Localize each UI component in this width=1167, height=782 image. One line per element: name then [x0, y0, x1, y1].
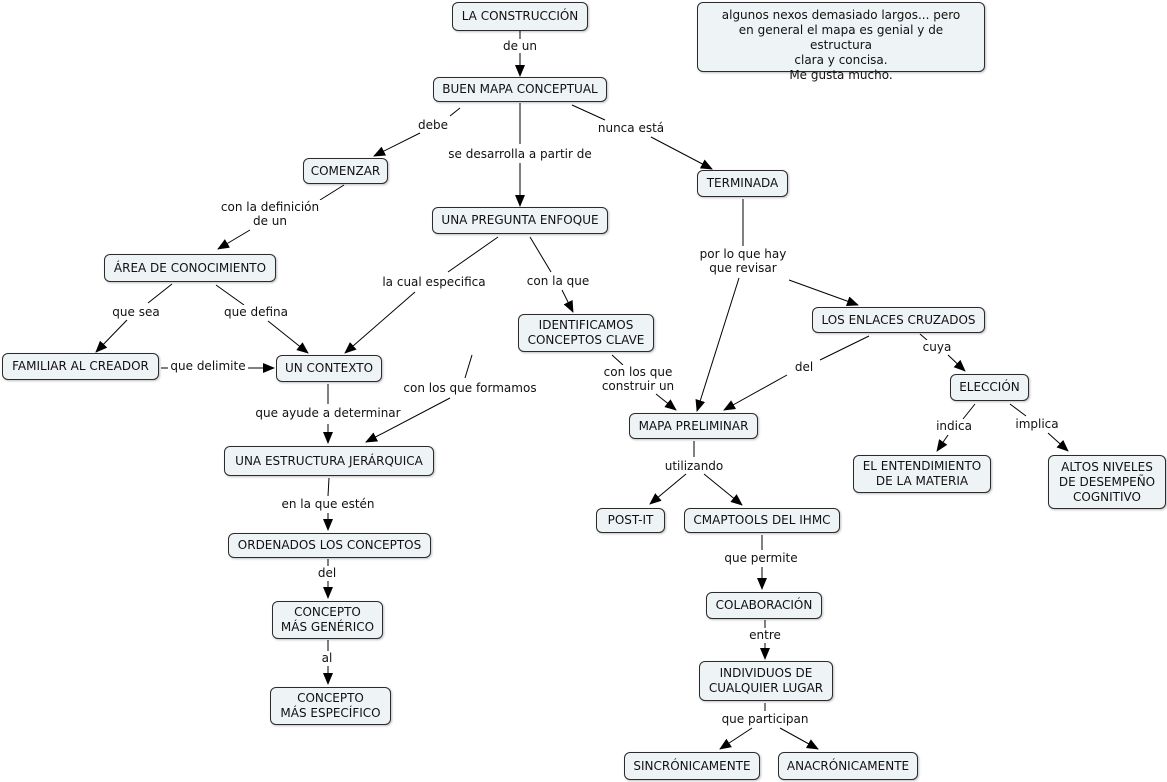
concept-post-it[interactable]: POST-IT	[596, 508, 665, 533]
connector-definicion-bottom	[217, 229, 251, 250]
link-que-ayude-a-determinar: que ayude a determinar	[253, 406, 403, 420]
connector-utilizando-right	[703, 473, 743, 506]
link-que-sea: que sea	[110, 305, 162, 319]
concept-una-estructura-jerarquica[interactable]: UNA ESTRUCTURA JERÁRQUICA	[224, 446, 434, 476]
connector-participan-right	[779, 727, 819, 750]
concept-sincronicamente[interactable]: SINCRÓNICAMENTE	[624, 752, 760, 780]
connector-construir-bottom	[655, 393, 677, 411]
concept-terminada[interactable]: TERMINADA	[697, 170, 788, 197]
link-con-la-que: con la que	[524, 274, 592, 288]
concept-ordenados-los-conceptos[interactable]: ORDENADOS LOS CONCEPTOS	[228, 533, 431, 558]
connector-formamos-bottom	[365, 397, 451, 443]
connector-debe-top	[449, 107, 461, 117]
connector-nunca-top	[571, 104, 606, 121]
connector-utilizando-left	[649, 473, 687, 505]
connector-participan-left	[719, 727, 753, 750]
connector-cuya-top	[919, 333, 928, 341]
concept-un-contexto[interactable]: UN CONTEXTO	[276, 355, 382, 382]
link-entre: entre	[747, 628, 783, 642]
concept-concepto-mas-especifico[interactable]: CONCEPTO MÁS ESPECÍFICO	[270, 687, 391, 725]
link-la-cual-especifica: la cual especifica	[380, 275, 488, 289]
connector-indica-bottom	[936, 434, 949, 452]
connector-sea-bottom	[95, 319, 128, 353]
concept-area-de-conocimiento[interactable]: ÁREA DE CONOCIMIENTO	[104, 254, 276, 282]
concept-los-enlaces-cruzados[interactable]: LOS ENLACES CRUZADOS	[812, 307, 985, 333]
connector-indica-top	[962, 403, 976, 420]
concept-altos-niveles-de-desempeno-cognitivo[interactable]: ALTOS NIVELES DE DESEMPEÑO COGNITIVO	[1048, 455, 1166, 509]
comment-note: algunos nexos demasiado largos... pero e…	[697, 2, 985, 82]
link-cuya: cuya	[920, 340, 954, 354]
connector-sea-top	[147, 283, 173, 304]
link-del-ordenados: del	[315, 566, 339, 580]
concept-anacronicamente[interactable]: ANACRÓNICAMENTE	[778, 752, 918, 780]
connector-formamos-top	[464, 354, 473, 379]
connector-revisar-to-enlaces	[788, 279, 859, 306]
concept-el-entendimiento-de-la-materia[interactable]: EL ENTENDIMIENTO DE LA MATERIA	[853, 455, 991, 493]
connector-implica-bottom	[1047, 432, 1069, 452]
concept-colaboracion[interactable]: COLABORACIÓN	[706, 592, 822, 619]
connector-construir-top	[611, 354, 624, 366]
link-de-un: de un	[500, 39, 540, 53]
connector-con-la-que-bottom	[561, 289, 574, 313]
link-que-delimite: que delimite	[168, 359, 248, 373]
link-al: al	[319, 651, 335, 665]
link-con-los-que-construir-un: con los que construir un	[599, 365, 677, 393]
connector-del-enlaces-top	[819, 335, 870, 361]
link-utilizando: utilizando	[662, 459, 726, 473]
concept-una-pregunta-enfoque[interactable]: UNA PREGUNTA ENFOQUE	[432, 207, 608, 234]
connector-implica-top	[1009, 403, 1027, 417]
connector-debe-bottom	[373, 132, 421, 157]
concept-eleccion[interactable]: ELECCIÓN	[950, 374, 1029, 401]
link-se-desarrolla-a-partir-de: se desarrolla a partir de	[446, 147, 594, 161]
link-que-defina: que defina	[222, 305, 290, 319]
connector-revisar-to-mapa	[695, 277, 740, 412]
link-del-enlaces: del	[792, 360, 816, 374]
concept-comenzar[interactable]: COMENZAR	[303, 158, 388, 184]
connector-defina-bottom	[267, 320, 309, 354]
concept-concepto-mas-generico[interactable]: CONCEPTO MÁS GENÉRICO	[272, 601, 383, 639]
link-nunca-esta: nunca está	[595, 121, 667, 135]
connector-del-enlaces-bottom	[723, 374, 788, 411]
link-debe: debe	[416, 118, 450, 132]
connector-cuya-bottom	[947, 354, 966, 372]
link-que-participan: que participan	[719, 712, 811, 726]
concept-cmaptools-del-ihmc[interactable]: CMAPTOOLS DEL IHMC	[684, 508, 840, 533]
link-con-la-definicion-de-un: con la definición de un	[218, 200, 322, 228]
connector-especifica-bottom	[344, 291, 416, 354]
connector-nunca-bottom	[650, 136, 713, 170]
connector-defina-top	[215, 284, 245, 306]
connector-especifica-top	[447, 236, 499, 273]
concept-mapa-preliminar[interactable]: MAPA PRELIMINAR	[629, 413, 758, 439]
link-indica: indica	[934, 419, 974, 433]
concept-individuos-de-cualquier-lugar[interactable]: INDIVIDUOS DE CUALQUIER LUGAR	[699, 661, 833, 701]
connector-definicion-top	[319, 184, 345, 201]
link-en-la-que-esten: en la que estén	[279, 497, 377, 511]
link-que-permite: que permite	[722, 551, 800, 565]
connector-con-la-que-top	[529, 236, 552, 273]
concept-buen-mapa-conceptual[interactable]: BUEN MAPA CONCEPTUAL	[433, 77, 607, 102]
concept-identificamos-conceptos-clave[interactable]: IDENTIFICAMOS CONCEPTOS CLAVE	[518, 314, 654, 352]
concept-familiar-al-creador[interactable]: FAMILIAR AL CREADOR	[2, 353, 159, 380]
link-implica: implica	[1013, 417, 1061, 431]
link-por-lo-que-hay-que-revisar: por lo que hay que revisar	[697, 247, 789, 275]
concept-la-construccion[interactable]: LA CONSTRUCCIÓN	[452, 2, 588, 31]
link-con-los-que-formamos: con los que formamos	[401, 381, 539, 395]
connector-esten-top	[327, 477, 330, 497]
